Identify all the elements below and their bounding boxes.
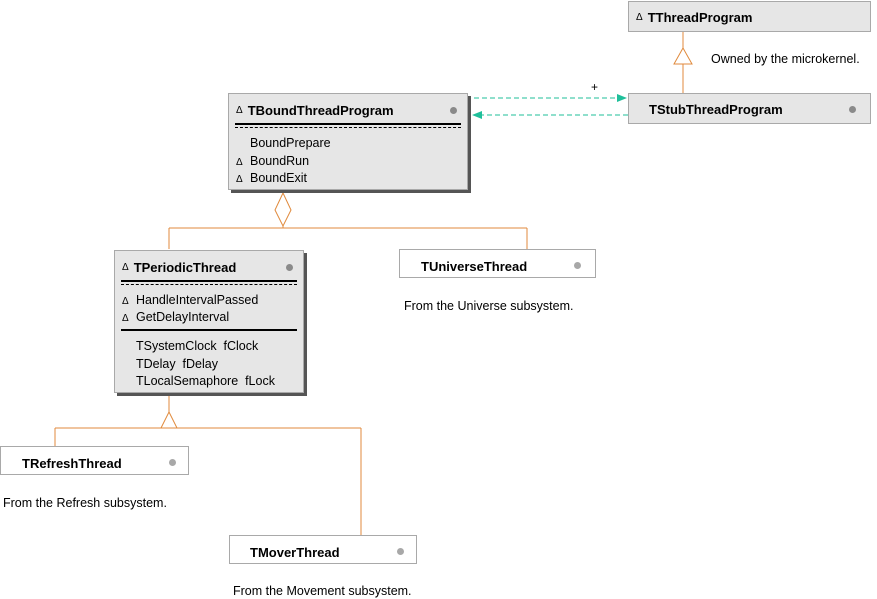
note-refresh: From the Refresh subsystem. xyxy=(3,496,167,510)
field-flock: TLocalSemaphore fLock xyxy=(136,374,275,388)
member-separator xyxy=(235,123,461,128)
class-tmoverthread[interactable]: TMoverThread xyxy=(229,535,417,564)
note-universe: From the Universe subsystem. xyxy=(404,299,574,313)
class-name: TPeriodicThread xyxy=(133,259,237,275)
inheritance-stub-to-threadprogram xyxy=(673,31,693,93)
status-dot-icon xyxy=(169,459,176,466)
abstract-marker-icon: Δ xyxy=(122,261,129,273)
class-trefreshthread[interactable]: TRefreshThread xyxy=(0,446,189,475)
class-name: TStubThreadProgram xyxy=(649,102,783,117)
note-microkernel: Owned by the microkernel. xyxy=(711,52,860,66)
field-separator xyxy=(121,329,297,331)
class-tuniversethread[interactable]: TUniverseThread xyxy=(399,249,596,278)
inheritance-to-boundthreadprogram xyxy=(168,192,528,249)
association-arrowhead-right xyxy=(617,94,627,102)
inheritance-to-periodicthread xyxy=(54,393,362,535)
member-boundprepare: BoundPrepare xyxy=(250,136,331,150)
status-dot-icon xyxy=(574,262,581,269)
class-name: TRefreshThread xyxy=(22,456,122,471)
status-dot-icon xyxy=(397,548,404,555)
member-separator xyxy=(121,280,297,285)
status-dot-icon xyxy=(849,106,856,113)
field-fclock: TSystemClock fClock xyxy=(136,339,259,353)
class-name: TThreadProgram xyxy=(647,10,753,25)
association-arrowhead-left xyxy=(472,111,482,119)
class-name: TMoverThread xyxy=(250,545,340,560)
abstract-marker-icon: Δ xyxy=(236,104,243,116)
class-name: TUniverseThread xyxy=(421,259,528,274)
status-dot-icon xyxy=(450,107,457,114)
association-multiplicity: + xyxy=(591,80,599,94)
field-fdelay: TDelay fDelay xyxy=(136,357,218,371)
class-tstubthreadprogram[interactable]: TStubThreadProgram xyxy=(628,93,871,124)
association-bound-stub xyxy=(474,97,628,116)
class-name: TBoundThreadProgram xyxy=(247,102,394,118)
class-tthreadprogram[interactable]: Δ TThreadProgram xyxy=(628,1,871,32)
note-movement: From the Movement subsystem. xyxy=(233,584,412,598)
abstract-marker-icon: Δ xyxy=(636,12,643,23)
status-dot-icon xyxy=(286,264,293,271)
